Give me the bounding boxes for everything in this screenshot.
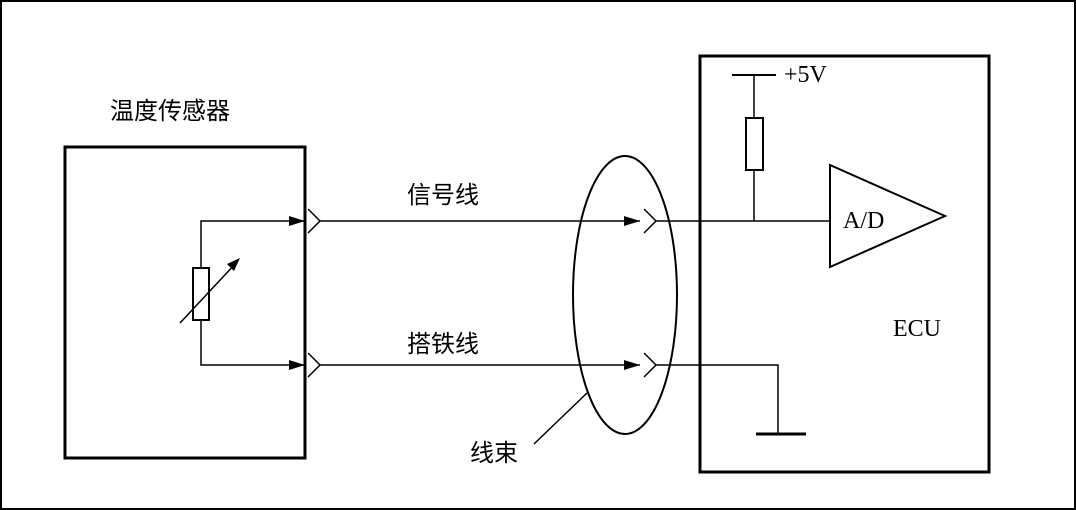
ecu-label: ECU bbox=[893, 316, 941, 342]
ecu-signal-arrowhead bbox=[624, 216, 640, 226]
harness-ellipse bbox=[572, 155, 678, 435]
sensor-box bbox=[63, 145, 307, 460]
harness-label: 线束 bbox=[470, 439, 518, 467]
adc-triangle bbox=[829, 163, 948, 269]
ecu-signal-connector bbox=[643, 208, 658, 234]
adc-label: A/D bbox=[843, 208, 884, 234]
ecu-ground-line bbox=[656, 364, 779, 434]
thermistor-variable-arrow bbox=[179, 262, 237, 324]
sensor-signal-connector bbox=[307, 208, 322, 234]
thermistor-resistor bbox=[192, 267, 210, 321]
pullup-resistor bbox=[745, 117, 764, 171]
sensor-internal-wire-bottom bbox=[200, 320, 305, 366]
ecu-box bbox=[698, 54, 991, 474]
sensor-ground-connector bbox=[307, 352, 322, 378]
supply-voltage-label: +5V bbox=[784, 62, 828, 88]
harness-leader-line bbox=[533, 392, 588, 445]
sensor-ground-arrowhead bbox=[289, 360, 305, 370]
ecu-ground-arrowhead bbox=[624, 360, 640, 370]
ecu-ground-connector bbox=[643, 352, 658, 378]
ground-wire-label: 搭铁线 bbox=[407, 330, 479, 358]
sensor-signal-arrowhead bbox=[289, 216, 305, 226]
thermistor-arrowhead bbox=[227, 258, 240, 271]
sensor-internal-wire-top bbox=[200, 220, 305, 268]
signal-wire-label: 信号线 bbox=[407, 181, 479, 209]
sensor-title: 温度传感器 bbox=[110, 97, 230, 125]
